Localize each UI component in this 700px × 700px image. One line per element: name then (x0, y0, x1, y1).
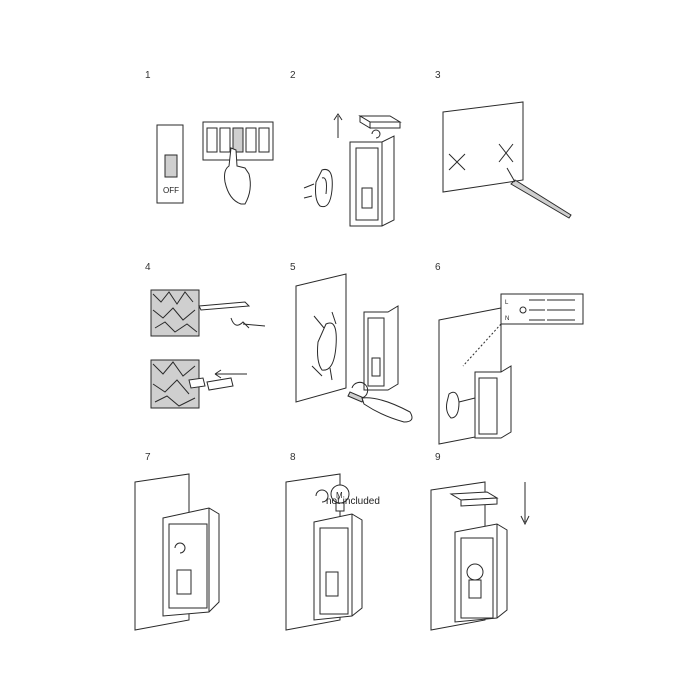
rotate-icon (352, 382, 368, 398)
earth-icon (520, 307, 526, 313)
step-number: 6 (435, 262, 441, 273)
drill-illustration (145, 262, 295, 422)
step-3: 3 (435, 70, 585, 230)
step-number: 9 (435, 452, 441, 463)
step-1: 1 OFF (145, 70, 295, 230)
step-2: 2 (290, 70, 440, 230)
breaker (246, 128, 256, 152)
breaker (220, 128, 230, 152)
wiring-illustration: L N (435, 262, 585, 422)
mount-bracket-illustration (290, 262, 440, 422)
wall-bracket (318, 323, 337, 370)
step-9: 9 (435, 452, 585, 612)
switch-off-label: OFF (163, 186, 179, 195)
step-8: 8 M not included (290, 452, 440, 612)
wall-plug (207, 378, 233, 390)
bulb-socket (326, 572, 338, 596)
step-number: 8 (290, 452, 296, 463)
arrow-left-icon (215, 370, 247, 378)
screw-turn-icon (175, 543, 185, 553)
fasten-lantern-illustration (145, 452, 295, 612)
step-4: 4 (145, 262, 295, 422)
step-5: 5 (290, 262, 440, 422)
arrow-left-icon (243, 324, 265, 326)
mark-wall-illustration (435, 70, 585, 230)
step-number: 4 (145, 262, 151, 273)
rotate-icon (316, 490, 328, 502)
wall-plug (189, 378, 205, 388)
screw-icon (312, 312, 336, 380)
step-number: 2 (290, 70, 296, 81)
breaker (233, 128, 243, 152)
terminal-block (501, 294, 583, 324)
step-number: 1 (145, 70, 151, 81)
wall-bracket (316, 169, 333, 206)
bulb-icon (467, 564, 483, 580)
switch-toggle (165, 155, 177, 177)
mark-x-icon (449, 154, 465, 170)
arrow-left-icon (304, 184, 314, 188)
hand-icon (225, 148, 251, 204)
wall-panel (443, 102, 523, 192)
wire-label-n: N (505, 316, 509, 322)
drill-bit (199, 302, 249, 310)
bulb-not-included-note: not included (326, 496, 380, 507)
step-7: 7 (145, 452, 295, 612)
step-number: 5 (290, 262, 296, 273)
drill-hook-icon (231, 318, 249, 328)
wire-label-l: L (505, 300, 509, 306)
screw-turn-icon (372, 130, 380, 138)
step-6: 6 L N (435, 262, 585, 422)
lantern-body (364, 306, 398, 390)
step-number: 3 (435, 70, 441, 81)
bulb-socket (362, 188, 372, 208)
lantern-body (475, 366, 511, 438)
insert-bulb-illustration: M (290, 452, 440, 612)
replace-cap-illustration (435, 452, 585, 612)
lantern-body (314, 514, 362, 620)
step-number: 7 (145, 452, 151, 463)
breaker (259, 128, 269, 152)
mark-x-icon (499, 144, 513, 162)
bulb-socket (177, 570, 191, 594)
bulb-filament-label: M (336, 491, 343, 500)
disassembly-illustration (290, 70, 440, 230)
power-off-illustration: OFF (145, 70, 295, 230)
lantern-body (350, 136, 394, 226)
wall-bracket (447, 392, 460, 418)
screwdriver-icon (348, 392, 364, 402)
bulb-socket (469, 580, 481, 598)
pencil-icon (511, 180, 571, 218)
bulb-socket (372, 358, 380, 376)
breaker (207, 128, 217, 152)
